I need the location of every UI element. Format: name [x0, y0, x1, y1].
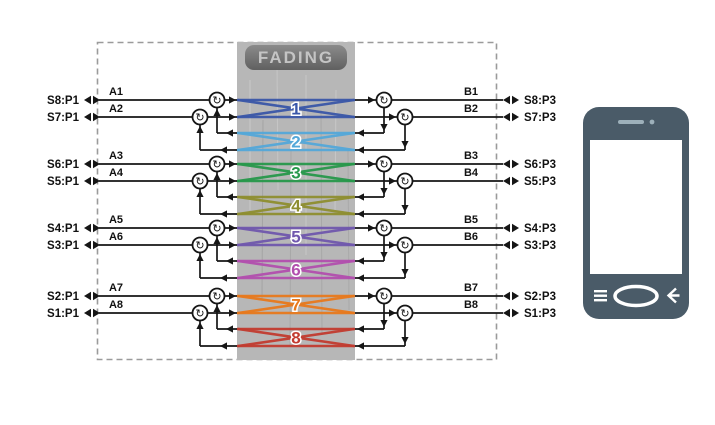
right-port-label: S2:P3 [524, 291, 556, 303]
svg-text:↻: ↻ [400, 240, 409, 252]
a-line-label: A2 [109, 103, 123, 115]
svg-text:↻: ↻ [379, 95, 388, 107]
svg-text:↻: ↻ [195, 112, 204, 124]
svg-text:↻: ↻ [212, 223, 221, 235]
svg-text:↻: ↻ [212, 291, 221, 303]
svg-text:↻: ↻ [400, 176, 409, 188]
svg-text:↻: ↻ [400, 112, 409, 124]
channel-number: 3 [291, 164, 300, 183]
b-line-label: B7 [464, 282, 478, 294]
a-line-label: A8 [109, 299, 123, 311]
right-port-label: S1:P3 [524, 308, 556, 320]
right-port-label: S4:P3 [524, 223, 556, 235]
channel-number: 4 [291, 197, 301, 216]
a-line-label: A7 [109, 282, 123, 294]
left-port-label: S1:P1 [47, 308, 80, 320]
fading-label: FADING [258, 48, 334, 67]
phone-camera-dot [649, 119, 655, 125]
fading-banner [245, 45, 347, 70]
svg-text:↻: ↻ [379, 223, 388, 235]
left-port-label: S2:P1 [47, 291, 80, 303]
a-line-label: A1 [109, 86, 123, 98]
smartphone-icon [583, 107, 689, 319]
b-line-label: B2 [464, 103, 478, 115]
b-line-label: B5 [464, 214, 478, 226]
b-line-label: B8 [464, 299, 478, 311]
left-port-label: S3:P1 [47, 240, 80, 252]
left-port-label: S8:P1 [47, 95, 80, 107]
right-port-label: S6:P3 [524, 159, 556, 171]
left-port-label: S7:P1 [47, 112, 80, 124]
channel-crossings [236, 98, 356, 348]
left-port-label: S5:P1 [47, 176, 80, 188]
right-port-label: S8:P3 [524, 95, 556, 107]
left-port-label: S6:P1 [47, 159, 80, 171]
b-line-label: B3 [464, 150, 478, 162]
svg-text:↻: ↻ [195, 240, 204, 252]
circulators: ↻ ↻ ↻ ↻ ↻ ↻ ↻ ↻ ↻ ↻ ↻ ↻ ↻ ↻ ↻ ↻ [191, 91, 414, 322]
right-port-label: S7:P3 [524, 112, 556, 124]
a-line-label: A5 [109, 214, 123, 226]
phone-menu-icon [594, 290, 607, 302]
phone-home-button [613, 284, 659, 308]
channel-number: 2 [291, 133, 300, 152]
svg-text:↻: ↻ [379, 291, 388, 303]
channel-number: 1 [291, 100, 300, 119]
phone-speaker [618, 120, 644, 124]
svg-text:↻: ↻ [212, 159, 221, 171]
b-line-label: B1 [464, 86, 478, 98]
channel-number: 8 [291, 329, 300, 348]
svg-text:↻: ↻ [195, 176, 204, 188]
channel-number: 5 [291, 228, 300, 247]
b-line-label: B4 [464, 167, 479, 179]
svg-text:↻: ↻ [379, 159, 388, 171]
a-line-label: A6 [109, 231, 123, 243]
a-line-label: A4 [109, 167, 124, 179]
svg-text:↻: ↻ [212, 95, 221, 107]
phone-screen [590, 140, 682, 274]
phone-back-icon [666, 287, 680, 304]
left-port-label: S4:P1 [47, 223, 80, 235]
labels: S8:P1 S7:P1 S6:P1 S5:P1 S4:P1 S3:P1 S2:P… [47, 86, 556, 349]
channel-number: 7 [291, 296, 300, 315]
svg-text:↻: ↻ [400, 308, 409, 320]
a-line-label: A3 [109, 150, 123, 162]
b-line-label: B6 [464, 231, 478, 243]
channel-number: 6 [291, 261, 300, 280]
right-port-label: S5:P3 [524, 176, 556, 188]
right-port-label: S3:P3 [524, 240, 556, 252]
svg-text:↻: ↻ [195, 308, 204, 320]
